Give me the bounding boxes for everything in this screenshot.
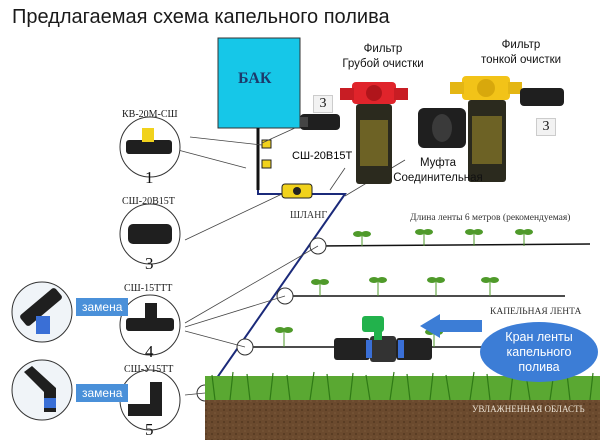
valve-center bbox=[370, 336, 396, 362]
valve-callout: Кран ленты капельного полива bbox=[480, 322, 598, 382]
drip-tape-label: КАПЕЛЬНАЯ ЛЕНТА bbox=[490, 307, 582, 317]
hose-start-adapter-core bbox=[293, 187, 301, 195]
seedling-stems bbox=[283, 234, 525, 347]
leader-line-part1 bbox=[189, 136, 263, 146]
adapter-badge-top: 3 bbox=[313, 95, 333, 113]
valve-ring-right bbox=[398, 340, 404, 358]
coupling-bore bbox=[432, 114, 452, 142]
coarse-filter-cap bbox=[366, 85, 382, 101]
valve-arrow bbox=[420, 314, 482, 338]
leader-part4-b bbox=[184, 295, 286, 328]
coarse-filter-outlet bbox=[394, 88, 408, 100]
part4-number: 4 bbox=[145, 342, 154, 361]
fine-filter-outlet bbox=[508, 82, 522, 94]
soil-label: УВЛАЖНЕННАЯ ОБЛАСТЬ bbox=[472, 404, 585, 414]
coupling-caption: Муфта Соединительная bbox=[393, 157, 483, 184]
replace-label-tee: замена bbox=[76, 298, 129, 316]
part5-number: 5 bbox=[145, 420, 154, 439]
coarse-filter-inlet bbox=[340, 88, 354, 100]
part4-branch bbox=[145, 303, 157, 321]
replace-tee-body bbox=[20, 288, 62, 326]
tank-body bbox=[217, 37, 301, 129]
adapter-caption: СШ-20В15Т bbox=[292, 150, 353, 162]
leader-part4-a bbox=[184, 245, 319, 324]
leader-line-adapter bbox=[261, 127, 296, 144]
replace-elbow-ring bbox=[44, 398, 56, 408]
replace-tee-ring bbox=[36, 316, 50, 334]
coarse-filter-caption: Фильтр Грубой очистки bbox=[342, 43, 424, 70]
leader-adapter-label bbox=[329, 167, 346, 191]
outlet-clamp-bottom bbox=[261, 159, 272, 169]
fine-filter-cap bbox=[477, 79, 495, 97]
leader-part3 bbox=[184, 193, 283, 241]
valve-right-body bbox=[396, 338, 432, 360]
leader-line-part1-b bbox=[177, 149, 247, 169]
adapter-piece-right bbox=[520, 88, 564, 106]
soil-texture bbox=[205, 400, 600, 440]
part4-code: СШ-15ТТТ bbox=[124, 283, 173, 294]
part3-number: 3 bbox=[145, 254, 154, 273]
hose-label: ШЛАНГ bbox=[290, 210, 328, 221]
seedlings bbox=[275, 229, 533, 335]
fine-filter-caption: Фильтр тонкой очистки bbox=[480, 39, 562, 66]
part3-code: СШ-20В15Т bbox=[122, 196, 175, 207]
diagram-title: Предлагаемая схема капельного полива bbox=[12, 6, 390, 28]
valve-ring-left bbox=[366, 340, 372, 358]
coarse-filter-label bbox=[360, 120, 388, 166]
part4-body bbox=[126, 318, 174, 331]
part1-code: КВ-20М-СШ bbox=[122, 109, 178, 120]
outlet-clamp-top bbox=[261, 139, 272, 149]
leader-part4-c bbox=[184, 330, 246, 348]
adapter-piece-top bbox=[300, 114, 340, 130]
part5-code: СШ-У15ТТ bbox=[124, 364, 174, 375]
fine-filter-label bbox=[472, 116, 502, 164]
part3-body bbox=[128, 224, 172, 244]
tank-label: БАК bbox=[238, 70, 272, 87]
drip-tape-1 bbox=[317, 243, 591, 247]
adapter-piece-top-end bbox=[300, 117, 308, 127]
part1-handle bbox=[142, 128, 154, 142]
adapter-badge-right: 3 bbox=[536, 118, 556, 136]
replace-label-elbow: замена bbox=[76, 384, 129, 402]
part5-body bbox=[128, 382, 162, 416]
leader-part5 bbox=[184, 392, 206, 396]
valve-handle-stem bbox=[374, 318, 382, 340]
part1-body bbox=[126, 140, 172, 154]
tape-length-label: Длина ленты 6 метров (рекомендуемая) bbox=[410, 213, 571, 223]
fine-filter-inlet bbox=[450, 82, 464, 94]
valve-left-body bbox=[334, 338, 370, 360]
part1-number: 1 bbox=[145, 168, 154, 187]
